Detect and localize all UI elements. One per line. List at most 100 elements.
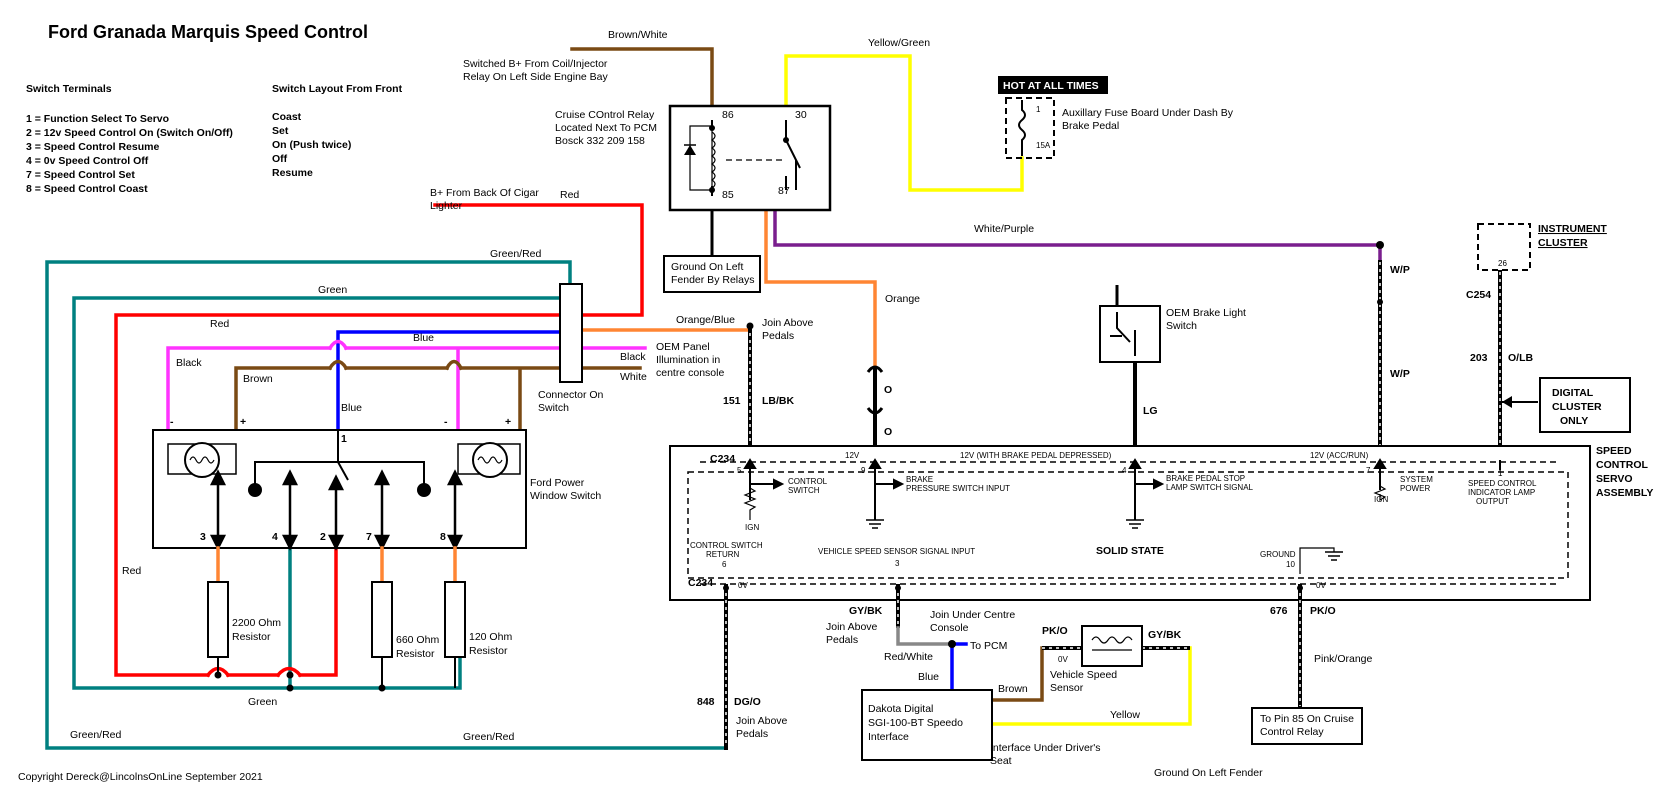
resistor-ign-1 <box>743 487 757 520</box>
label-r120-b: Resistor <box>469 645 508 657</box>
label-ground-fender: Ground On Left Fender <box>1154 767 1263 779</box>
servo-inner <box>687 471 1569 579</box>
label-green-red-bc: Green/Red <box>463 731 515 743</box>
sw-pin-1: 1 <box>341 433 347 445</box>
switch-rocker <box>254 430 425 490</box>
label-join-centre-1: Join Under Centre <box>930 609 1015 621</box>
servo-input-wires <box>746 241 1502 460</box>
fuse-box <box>1005 97 1055 159</box>
servo-pin-7: 7 <box>1366 466 1371 475</box>
label-system-power-1: SYSTEM <box>1400 475 1433 484</box>
wire-gybk-right: GY/BK <box>1148 629 1182 641</box>
terminal-item: 7 = Speed Control Set <box>26 169 135 181</box>
sw-pin-3: 3 <box>200 531 206 543</box>
label-ground-relay-1: Ground On Left <box>671 261 743 273</box>
label-digital-3: ONLY <box>1560 415 1588 427</box>
label-ign-2: IGN <box>1374 495 1388 504</box>
wire-brown-hop <box>327 359 464 371</box>
label-join-above-2: Pedals <box>762 330 794 342</box>
label-digital-2: CLUSTER <box>1552 401 1602 413</box>
instrument-cluster-box <box>1477 223 1531 271</box>
label-sc-indicator-3: OUTPUT <box>1476 497 1509 506</box>
wire-red-white <box>896 626 954 646</box>
wire-white-purple <box>773 208 1382 262</box>
wire-orange <box>764 208 877 372</box>
resistor-660 <box>371 581 393 658</box>
label-oem-brake-2: Switch <box>1166 320 1197 332</box>
label-blue-vert: Blue <box>341 402 362 414</box>
relay-pin-86: 86 <box>722 109 734 121</box>
lamp-right-icon <box>457 442 521 478</box>
label-ford-pw-2: Window Switch <box>530 490 601 502</box>
label-r660-b: Resistor <box>396 648 435 660</box>
label-interface-1: Interface Under Driver's <box>990 742 1101 754</box>
label-green-bottom: Green <box>248 696 277 708</box>
label-oem-panel-2: Illumination in <box>656 354 720 366</box>
ground-relays-box <box>663 255 761 293</box>
terminal-item: 2 = 12v Speed Control On (Switch On/Off) <box>26 127 233 139</box>
label-r2200-a: 2200 Ohm <box>232 617 281 629</box>
label-interface-2: Seat <box>990 755 1012 767</box>
sw-pin-7: 7 <box>366 531 372 543</box>
label-b-cigar-1: B+ From Back Of Cigar <box>430 187 539 199</box>
servo-pin-10: 10 <box>1286 560 1295 569</box>
wire-wp-top: W/P <box>1390 264 1410 276</box>
sw-pin-2: 2 <box>320 531 326 543</box>
contact-icon <box>248 483 262 497</box>
wire-red <box>114 313 562 677</box>
wire-o-lower: O <box>884 426 892 438</box>
label-speed-control-1: SPEED <box>1596 445 1632 457</box>
label-brake-pressure-2: PRESSURE SWITCH INPUT <box>906 484 1010 493</box>
label-control-switch-1: CONTROL <box>788 477 828 486</box>
label-yellow-green: Yellow/Green <box>868 37 930 49</box>
label-yellow: Yellow <box>1110 709 1140 721</box>
fuse-icon <box>1018 100 1026 156</box>
fuse-amp: 15A <box>1036 141 1051 150</box>
label-cs-return-2: RETURN <box>706 550 740 559</box>
label-black-right: Black <box>620 351 646 363</box>
junction-dot <box>214 671 222 679</box>
wire-151: 151 <box>723 395 741 407</box>
label-to-pin85-1: To Pin 85 On Cruise <box>1260 713 1354 725</box>
brake-switch-contacts <box>1110 312 1136 356</box>
wire-lg: LG <box>1143 405 1158 417</box>
relay-pin-87: 87 <box>778 185 790 197</box>
label-12v-brake: 12V (WITH BRAKE PEDAL DEPRESSED) <box>960 451 1112 460</box>
label-vss-2: Sensor <box>1050 682 1084 694</box>
label-system-power-2: POWER <box>1400 484 1430 493</box>
layout-item: Coast <box>272 111 302 123</box>
oem-brake-light-switch <box>1099 305 1161 363</box>
label-to-pcm: To PCM <box>970 640 1007 652</box>
terminal-item: 4 = 0v Speed Control Off <box>26 155 149 167</box>
label-connector-2: Switch <box>538 402 569 414</box>
label-12v-acc: 12V (ACC/RUN) <box>1310 451 1369 460</box>
sw-plus-left: + <box>240 416 246 428</box>
wire-brown-white <box>570 47 714 108</box>
layout-item: Resume <box>272 167 313 179</box>
label-0v-1: 0V <box>738 581 748 590</box>
label-oem-panel-3: centre console <box>656 367 724 379</box>
speed-control-servo-assembly <box>669 445 1591 601</box>
layout-item: Off <box>272 153 288 165</box>
wire-gybk: GY/BK <box>849 605 883 617</box>
wire-pko-mid: PK/O <box>1042 625 1068 637</box>
label-red-white: Red/White <box>884 651 933 663</box>
label-b-cigar-2: Lighter <box>430 200 463 212</box>
label-brown-bottom: Brown <box>998 683 1028 695</box>
label-brake-stop-2: LAMP SWITCH SIGNAL <box>1166 483 1254 492</box>
wire-o-upper: O <box>884 384 892 396</box>
label-black-left: Black <box>176 357 202 369</box>
relay-pin-85: 85 <box>722 189 734 201</box>
label-aux-fuse-1: Auxillary Fuse Board Under Dash By <box>1062 107 1234 119</box>
servo-pin-6: 6 <box>722 560 727 569</box>
switch-connector <box>559 283 583 383</box>
wire-olb: O/LB <box>1508 352 1533 364</box>
fuse-number: 1 <box>1036 105 1041 114</box>
label-white-right: White <box>620 371 647 383</box>
label-instrument-1: INSTRUMENT <box>1538 223 1607 235</box>
sw-plus-right: + <box>505 416 511 428</box>
wire-red-cigar <box>433 203 644 317</box>
resistor-ign-2 <box>1373 485 1387 502</box>
